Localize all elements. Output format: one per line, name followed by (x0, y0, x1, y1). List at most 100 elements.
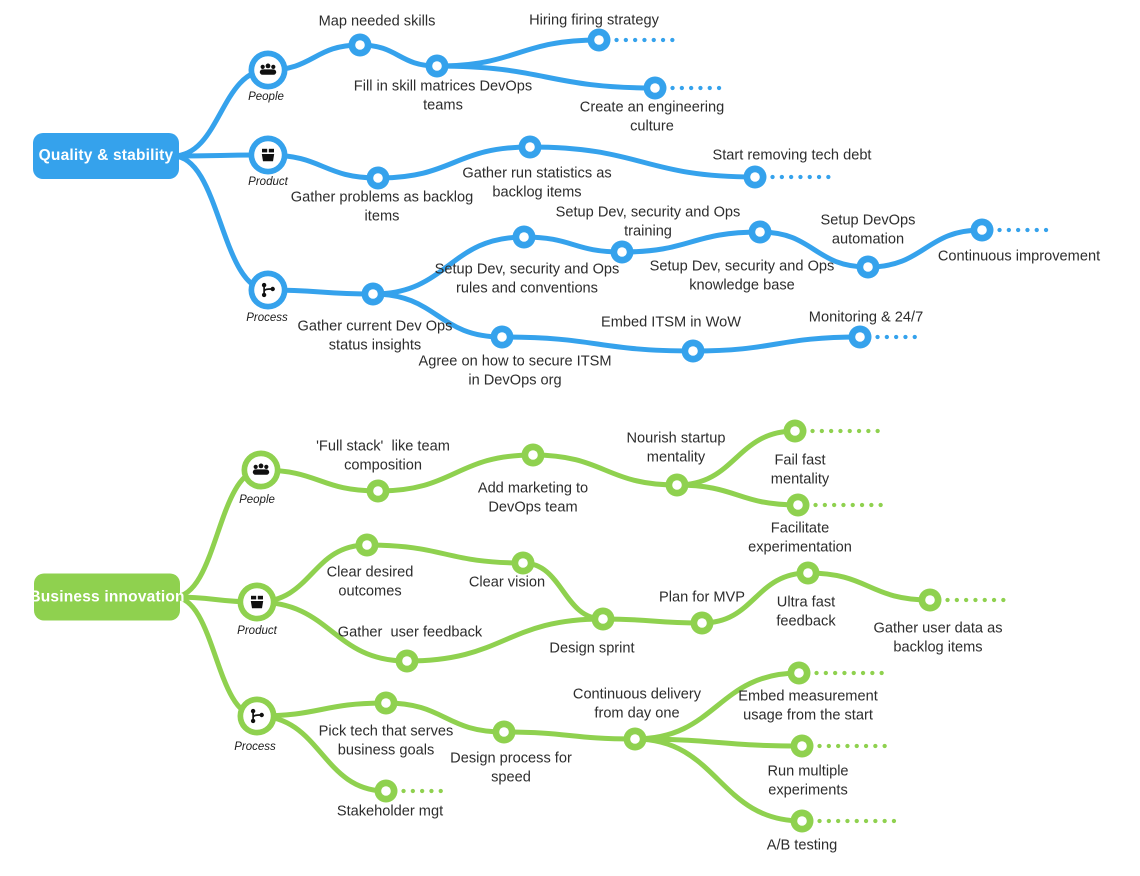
root-label: Quality & stability (38, 147, 174, 164)
node-label[interactable]: Monitoring & 24/7 (808, 309, 924, 326)
branch-curve (632, 736, 805, 749)
category-node-bg (243, 702, 271, 730)
branch-curve (383, 700, 507, 735)
mindmap-node-center (672, 480, 682, 490)
node-label[interactable]: Pick tech that serves business goals (318, 723, 454, 758)
node-label[interactable]: Run multiple experiments (767, 763, 849, 798)
node-label[interactable]: Agree on how to secure ITSM in DevOps or… (418, 353, 612, 388)
branch-curve (632, 736, 805, 824)
mindmap-node-center (750, 172, 760, 182)
people-icon (259, 63, 277, 75)
category-label[interactable]: People (239, 494, 275, 506)
mindmap-node-center (381, 698, 391, 708)
node-label[interactable]: Continuous delivery from day one (572, 686, 702, 721)
node-label[interactable]: Clear vision (468, 574, 546, 591)
node-label[interactable]: Setup DevOps automation (820, 212, 916, 247)
mindmap-node-center (855, 332, 865, 342)
mindmap-node-center (432, 61, 442, 71)
node-label[interactable]: Setup Dev, security and Ops knowledge ba… (649, 258, 835, 293)
root-node-quality-stability[interactable]: Quality & stability (33, 133, 179, 179)
node-label[interactable]: Gather user data as backlog items (873, 620, 1003, 655)
node-label[interactable]: Setup Dev, security and Ops rules and co… (434, 261, 620, 296)
node-label[interactable]: Start removing tech debt (712, 147, 872, 164)
category-node-bg (254, 276, 282, 304)
mindmap-node-center (617, 247, 627, 257)
root-label: Business innovation (29, 588, 185, 605)
mindmap-node-center (598, 614, 608, 624)
category-label[interactable]: Process (246, 312, 288, 324)
mindmap-node-center (797, 816, 807, 826)
branch-curve (434, 37, 602, 69)
mindmap-node-center (497, 332, 507, 342)
branch-curve (404, 616, 606, 664)
branch-curve (521, 234, 625, 255)
mindmap-node-center (373, 486, 383, 496)
mindmap-node-center (793, 500, 803, 510)
node-label[interactable]: Facilitate experimentation (748, 520, 852, 555)
node-label[interactable]: Fail fast mentality (770, 452, 830, 487)
branch-curve (527, 144, 758, 180)
node-label[interactable]: A/B testing (766, 837, 838, 854)
mindmap-node-center (355, 40, 365, 50)
mindmap-node-center (803, 568, 813, 578)
branch-curve (357, 42, 440, 69)
branch-curve (600, 616, 705, 626)
category-label[interactable]: Product (248, 176, 288, 188)
node-label[interactable]: Create an engineering culture (579, 99, 725, 134)
node-label[interactable]: Clear desired outcomes (326, 564, 414, 599)
branch-curve (370, 291, 505, 340)
node-label[interactable]: Gather user feedback (337, 624, 483, 641)
mindmap-node-center (368, 289, 378, 299)
mindmap-node-center (755, 227, 765, 237)
node-label[interactable]: Add marketing to DevOps team (477, 480, 589, 515)
node-label[interactable]: Embed measurement usage from the start (738, 688, 878, 723)
process-branch-icon (250, 708, 264, 724)
node-label[interactable]: Plan for MVP (659, 589, 745, 606)
node-label[interactable]: Fill in skill matrices DevOps teams (353, 78, 533, 113)
node-label[interactable]: 'Full stack' like team composition (316, 438, 450, 473)
mindmap-node-center (362, 540, 372, 550)
category-label[interactable]: Process (234, 741, 276, 753)
branch-curve (632, 670, 802, 742)
branch-curve (254, 713, 389, 794)
mindmap-node-center (519, 232, 529, 242)
node-label[interactable]: Setup Dev, security and Ops training (555, 204, 741, 239)
branch-curve (619, 229, 763, 255)
node-label[interactable]: Gather run statistics as backlog items (462, 165, 612, 200)
node-label[interactable]: Nourish startup mentality (626, 430, 726, 465)
mindmap-node-center (630, 734, 640, 744)
node-label[interactable]: Design sprint (549, 640, 635, 657)
mindmap-node-center (790, 426, 800, 436)
branch-curve (805, 570, 933, 603)
mindmap-node-center (688, 346, 698, 356)
branch-curve (364, 542, 526, 566)
product-box-icon (261, 148, 275, 162)
node-label[interactable]: Hiring firing strategy (529, 12, 659, 29)
node-label[interactable]: Design process for speed (450, 750, 572, 785)
branch-curve (530, 452, 680, 488)
node-label[interactable]: Continuous improvement (937, 248, 1101, 265)
root-node-business-innovation[interactable]: Business innovation (29, 573, 185, 621)
branch-curve (757, 229, 871, 270)
node-label[interactable]: Ultra fast feedback (776, 594, 836, 629)
branch-curve (690, 334, 863, 354)
node-label[interactable]: Embed ITSM in WoW (600, 314, 742, 331)
mindmap-node-center (518, 558, 528, 568)
category-label[interactable]: People (248, 91, 284, 103)
mindmap-node-center (381, 786, 391, 796)
mindmap-node-center (794, 668, 804, 678)
branch-curve (674, 428, 798, 488)
mindmap-node-center (863, 262, 873, 272)
people-icon (252, 463, 270, 475)
branch-curve (699, 570, 811, 626)
node-label[interactable]: Map needed skills (318, 13, 436, 30)
category-label[interactable]: Product (237, 625, 277, 637)
node-label[interactable]: Gather current Dev Ops status insights (297, 318, 453, 353)
branch-curve (370, 234, 527, 297)
node-label[interactable]: Gather problems as backlog items (290, 189, 474, 224)
node-label[interactable]: Stakeholder mgt (336, 803, 444, 820)
mindmap-node-center (797, 741, 807, 751)
mindmap-node-center (925, 595, 935, 605)
